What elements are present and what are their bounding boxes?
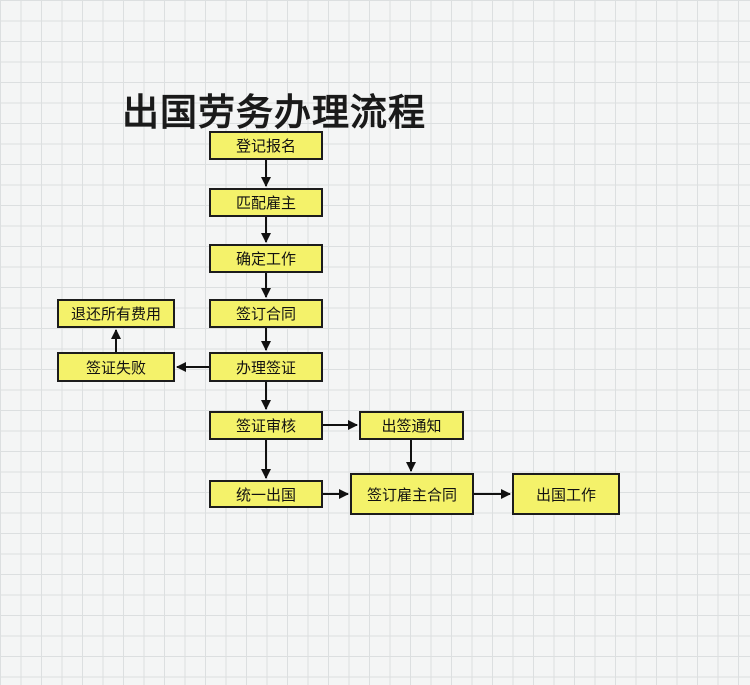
- node-visa-failed: 签证失败: [57, 352, 175, 382]
- node-confirm-job: 确定工作: [209, 244, 323, 273]
- node-match-employer: 匹配雇主: [209, 188, 323, 217]
- node-process-visa: 办理签证: [209, 352, 323, 382]
- node-refund-all: 退还所有费用: [57, 299, 175, 328]
- node-sign-contract: 签订合同: [209, 299, 323, 328]
- node-visa-notice: 出签通知: [359, 411, 464, 440]
- node-unified-departure: 统一出国: [209, 480, 323, 508]
- node-register: 登记报名: [209, 131, 323, 160]
- node-sign-employer-contract: 签订雇主合同: [350, 473, 474, 515]
- page-title: 出国劳务办理流程: [122, 91, 426, 134]
- node-work-abroad: 出国工作: [512, 473, 620, 515]
- node-visa-review: 签证审核: [209, 411, 323, 440]
